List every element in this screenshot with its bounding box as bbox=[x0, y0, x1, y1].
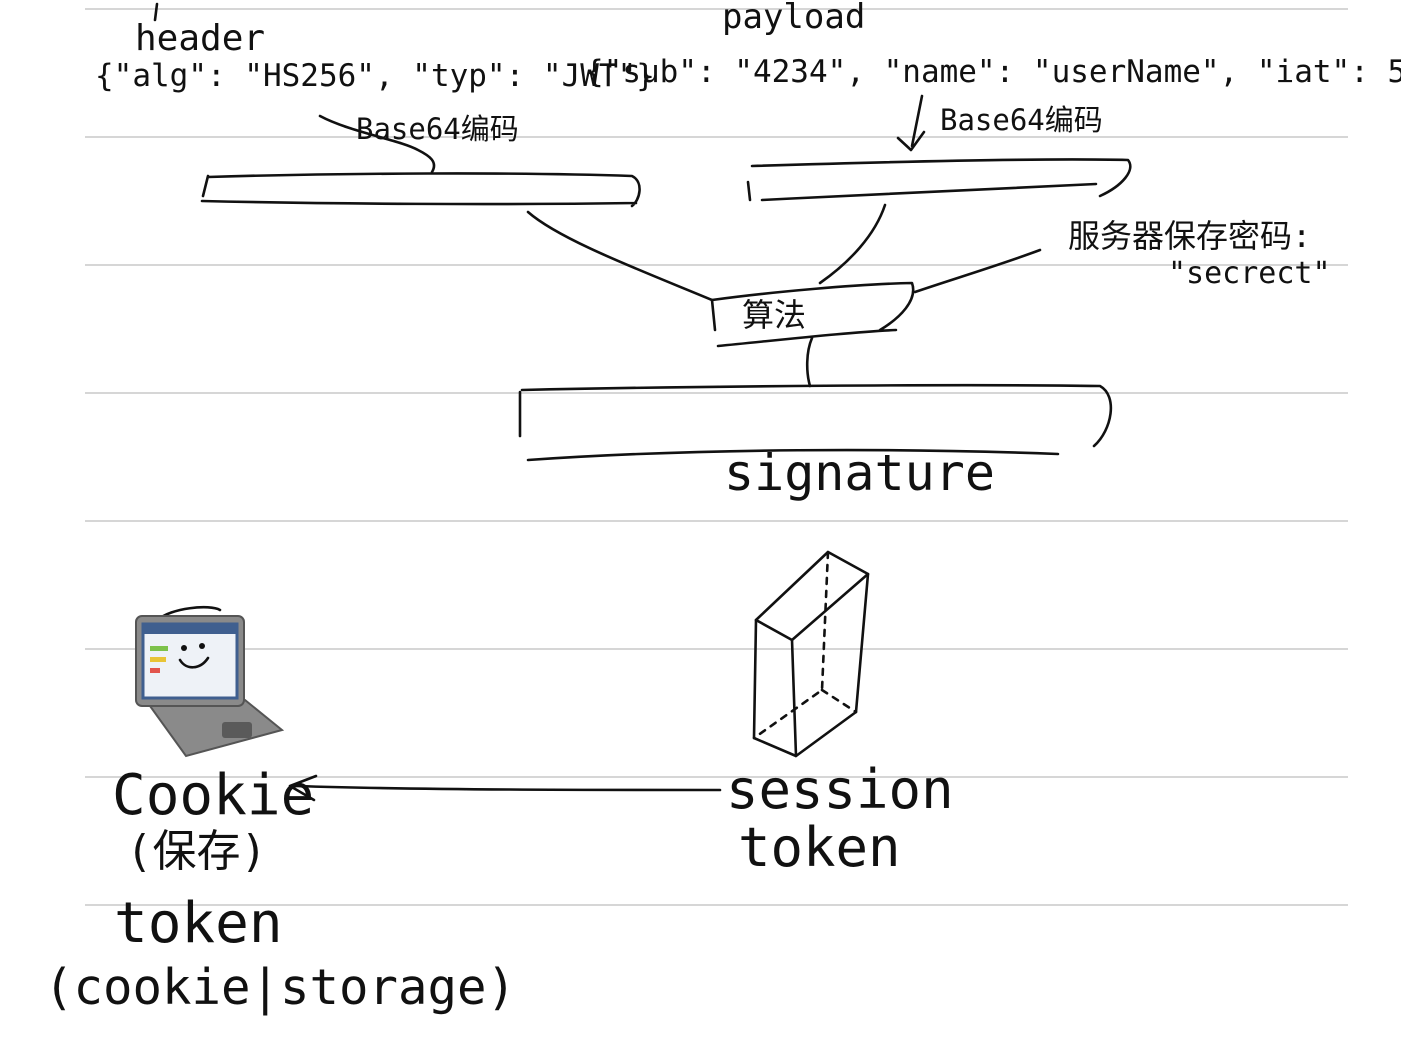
laptop-icon bbox=[135, 605, 285, 758]
session-label: session bbox=[726, 758, 954, 821]
payload-encoding-label: Base64编码 bbox=[940, 103, 1103, 137]
server-top bbox=[754, 550, 870, 642]
header-base64-box bbox=[200, 172, 641, 208]
header-title: header bbox=[135, 18, 265, 59]
cookie-label: Cookie bbox=[112, 763, 314, 828]
laptop-base bbox=[148, 698, 285, 758]
laptop-eye-right bbox=[199, 643, 205, 649]
laptop-bar-green bbox=[150, 646, 168, 651]
signature-box bbox=[518, 383, 1113, 462]
cookie-save-label: (保存) bbox=[126, 826, 267, 877]
laptop-trackpad bbox=[222, 722, 252, 738]
server-hidden-edges bbox=[752, 550, 858, 740]
payload-title: payload bbox=[722, 0, 865, 37]
header-encode-arrow bbox=[318, 114, 436, 174]
laptop-bar-red bbox=[150, 668, 160, 673]
server-token-label: token bbox=[738, 816, 901, 879]
server-secret-value: "secrect" bbox=[1168, 256, 1331, 291]
header-to-algorithm-line bbox=[526, 210, 714, 302]
algorithm-label: 算法 bbox=[742, 296, 806, 334]
algorithm-box bbox=[710, 281, 915, 348]
payload-encode-arrow bbox=[896, 94, 926, 152]
server-front bbox=[752, 618, 798, 758]
server-secret-label: 服务器保存密码: bbox=[1068, 217, 1311, 255]
signature-label: signature bbox=[724, 444, 995, 502]
header-json: {"alg": "HS256", "typ": "JWT"} bbox=[95, 58, 655, 94]
laptop-titlebar bbox=[143, 624, 237, 634]
header-encoding-label: Base64编码 bbox=[356, 112, 519, 146]
algorithm-to-signature-line bbox=[805, 336, 814, 388]
client-storage-label: (cookie|storage) bbox=[44, 959, 516, 1016]
payload-to-algorithm-line bbox=[818, 203, 887, 285]
laptop-eye-left bbox=[181, 645, 187, 651]
ruled-lines bbox=[85, 8, 1348, 906]
payload-json: {"sub": "4234", "name": "userName", "iat… bbox=[585, 54, 1401, 90]
server-icon bbox=[752, 550, 870, 758]
laptop-bar-yellow bbox=[150, 657, 166, 662]
payload-base64-box bbox=[746, 158, 1132, 202]
client-token-label: token bbox=[114, 891, 283, 956]
secret-to-algorithm-line bbox=[913, 248, 1042, 294]
laptop-smile bbox=[178, 656, 210, 669]
session-to-cookie-arrow bbox=[288, 774, 722, 802]
header-pointer-tick bbox=[153, 2, 159, 22]
server-side bbox=[794, 572, 870, 758]
